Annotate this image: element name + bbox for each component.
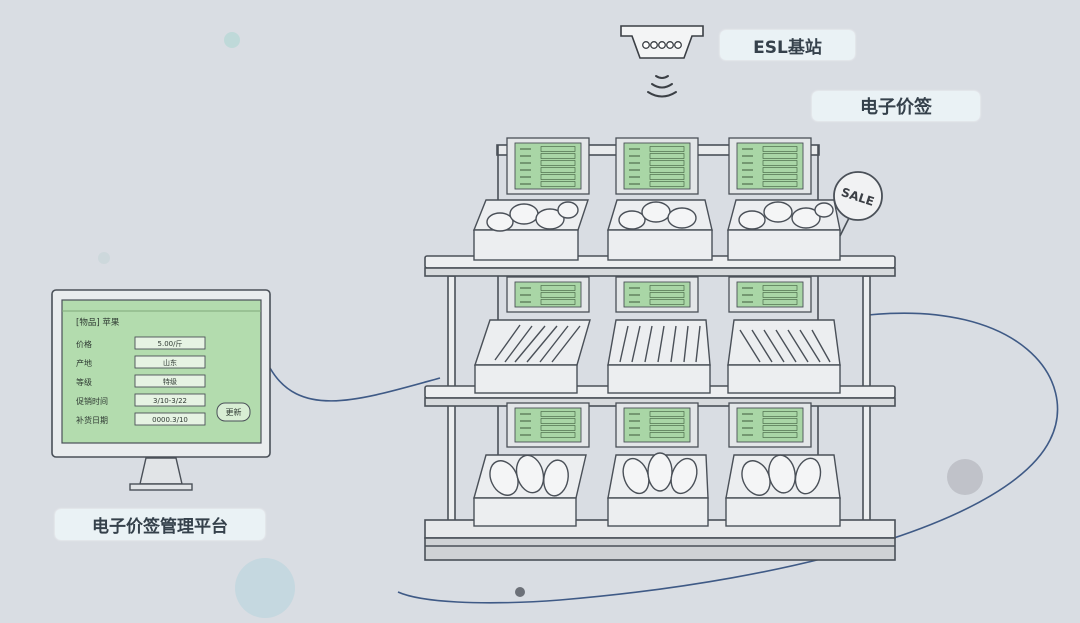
monitor-field-row: 价格 5.00/斤 — [76, 336, 206, 350]
shelf-price-tag — [615, 402, 699, 448]
monitor-field-label: 等级 — [76, 377, 92, 387]
produce-bins — [472, 199, 841, 527]
esl-base-station — [620, 25, 704, 98]
monitor-field-value: 特级 — [163, 377, 177, 386]
management-platform-label: 电子价签管理平台 — [55, 509, 265, 540]
monitor-field-row: 等级 特级 — [76, 374, 206, 388]
shelf-price-tag — [728, 402, 812, 448]
monitor-field-value: 0000.3/10 — [152, 416, 188, 424]
monitor-field-box[interactable] — [134, 412, 206, 426]
cable-loop — [397, 312, 1059, 604]
shelf-price-tag — [728, 137, 812, 195]
shelf-price-tag — [506, 137, 590, 195]
sale-tag: SALE — [833, 171, 883, 237]
monitor-field-label: 促销时间 — [76, 396, 108, 406]
shelf-price-tags — [506, 137, 812, 448]
monitor-field-label: 补货日期 — [76, 415, 108, 425]
shelf-price-tag — [506, 402, 590, 448]
shelf-price-tag — [728, 276, 812, 313]
monitor-field-box[interactable] — [134, 393, 206, 407]
monitor-title: [物品] 苹果 — [76, 317, 120, 328]
signal-waves-icon — [647, 75, 677, 98]
update-button-label: 更新 — [226, 407, 242, 417]
monitor-field-row: 促销时间 3/10-3/22 — [76, 393, 206, 407]
update-button[interactable]: 更新 — [216, 402, 251, 422]
esl-base-station-label: ESL基站 — [720, 30, 855, 60]
monitor-field-value: 山东 — [163, 358, 177, 367]
monitor-field-row: 产地 山东 — [76, 355, 206, 369]
monitor-field-row: 补货日期 0000.3/10 — [76, 412, 206, 426]
shelf-price-tag — [615, 137, 699, 195]
monitor-field-box[interactable] — [134, 355, 206, 369]
monitor-field-value: 5.00/斤 — [158, 339, 183, 348]
monitor-field-label: 价格 — [76, 339, 92, 349]
shelf-price-tag — [506, 276, 590, 313]
electronic-tag-label: 电子价签 — [812, 91, 980, 121]
cable-left — [269, 367, 441, 402]
background-decorations — [98, 32, 983, 618]
shelf-price-tag — [615, 276, 699, 313]
monitor-field-value: 3/10-3/22 — [153, 397, 187, 405]
monitor-field-box[interactable] — [134, 336, 206, 350]
monitor-field-label: 产地 — [76, 358, 92, 368]
monitor-field-box[interactable] — [134, 374, 206, 388]
